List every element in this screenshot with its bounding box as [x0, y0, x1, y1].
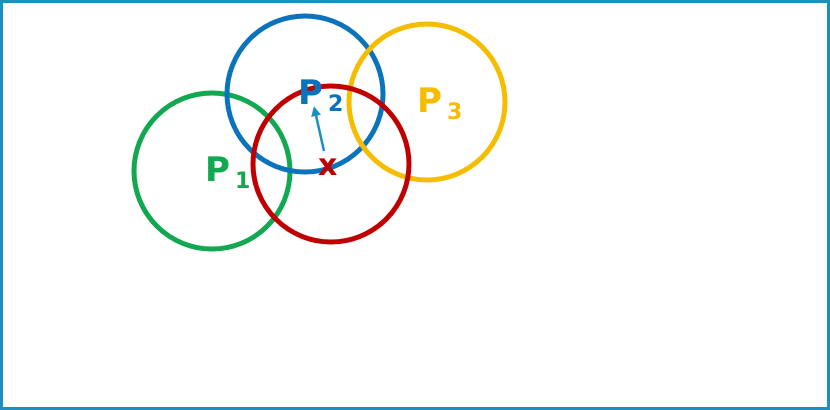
- p3-subscript: 3: [447, 100, 462, 125]
- p3-circle: [346, 21, 508, 183]
- p2-circle: [224, 13, 386, 175]
- p3-label: P 3: [417, 81, 462, 125]
- p1-label: P 1: [205, 150, 250, 194]
- p2-label: P 2: [298, 73, 343, 117]
- p1-letter: P: [205, 150, 230, 190]
- x-label: x: [318, 148, 337, 183]
- x-to-p2-arrow: [311, 106, 326, 152]
- x-circle: [250, 83, 412, 245]
- p2-letter: P: [298, 73, 323, 113]
- p2-subscript: 2: [328, 92, 343, 117]
- p3-letter: P: [417, 81, 442, 121]
- p1-subscript: 1: [235, 169, 250, 194]
